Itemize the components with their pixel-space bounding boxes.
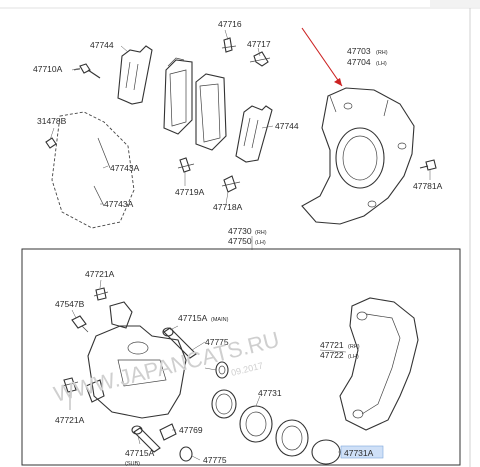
caliper-assembly-frame — [21, 248, 461, 466]
label-47721A-bottom[interactable]: 47721A — [55, 415, 85, 425]
label-47744-top[interactable]: 47744 — [90, 40, 114, 50]
bolt-47710A[interactable] — [73, 63, 101, 79]
caliper-body[interactable] — [85, 301, 187, 419]
callout-arrow — [301, 27, 343, 87]
leader-lines-lower — [69, 279, 347, 461]
label-47750[interactable]: 47750 — [228, 236, 252, 246]
label-47743A-1[interactable]: 47743A — [110, 163, 140, 173]
label-47715A-main-tag: (MAIN) — [211, 317, 229, 323]
label-47743A-2[interactable]: 47743A — [104, 199, 134, 209]
bleeder-47547B[interactable] — [71, 315, 89, 333]
clip-31478B[interactable] — [45, 137, 57, 149]
bolt-47781A[interactable] — [419, 159, 437, 171]
piston-boot[interactable] — [275, 419, 309, 457]
label-47716[interactable]: 47716 — [218, 19, 242, 29]
label-47731[interactable]: 47731 — [258, 388, 282, 398]
label-47703-rh: (RH) — [376, 50, 388, 56]
label-47717[interactable]: 47717 — [247, 39, 271, 49]
leader-lines-upper — [49, 29, 431, 250]
label-47721-rh: (RH) — [348, 344, 360, 350]
clip-47718A[interactable] — [221, 175, 241, 193]
dust-shield-47703[interactable] — [301, 87, 415, 225]
guide-pin-47715A-main[interactable] — [162, 327, 197, 359]
window-controls — [430, 0, 480, 7]
label-47722-lh: (LH) — [348, 354, 359, 360]
label-47730[interactable]: 47730 — [228, 226, 252, 236]
boot-47775-bottom[interactable] — [179, 446, 193, 462]
brake-pad-upper-left[interactable] — [163, 57, 193, 135]
bushing-47769[interactable] — [159, 423, 177, 441]
anti-rattle-spring-top[interactable] — [117, 45, 153, 105]
bolt-47721A-top[interactable] — [93, 287, 109, 301]
piston-47731[interactable] — [239, 405, 273, 443]
label-47715A-sub[interactable]: 47715A — [125, 448, 155, 458]
bolt-47721A-bottom[interactable] — [61, 377, 79, 393]
label-47731A[interactable]: 47731A — [344, 448, 374, 458]
label-47719A[interactable]: 47719A — [175, 187, 205, 197]
label-47704-lh: (LH) — [376, 61, 387, 67]
clip-47717[interactable] — [249, 51, 271, 67]
guide-pin-47715A-sub[interactable] — [131, 425, 161, 453]
part-labels: 47716 47744 47717 47703 (RH) 47704 (LH) … — [33, 19, 443, 467]
label-47718A[interactable]: 47718A — [213, 202, 243, 212]
label-47722[interactable]: 47722 — [320, 350, 344, 360]
label-47769[interactable]: 47769 — [179, 425, 203, 435]
highlight-47731A — [340, 445, 384, 459]
clip-47716[interactable] — [221, 37, 237, 53]
label-47547B[interactable]: 47547B — [55, 299, 85, 309]
anti-rattle-spring-mid[interactable] — [235, 105, 273, 163]
label-47721A-top[interactable]: 47721A — [85, 269, 115, 279]
label-47775-top[interactable]: 47775 — [205, 337, 229, 347]
label-47715A-sub-tag: (SUB) — [125, 461, 140, 467]
clip-47719A[interactable] — [177, 157, 195, 173]
label-47704[interactable]: 47704 — [347, 57, 371, 67]
label-47715A-main[interactable]: 47715A — [178, 313, 208, 323]
label-31478B[interactable]: 31478B — [37, 116, 67, 126]
pad-shim-47743A[interactable] — [51, 111, 135, 229]
caliper-bracket-47721[interactable] — [339, 297, 419, 431]
label-47750-lh: (LH) — [255, 240, 266, 246]
label-47703[interactable]: 47703 — [347, 46, 371, 56]
label-47730-rh: (RH) — [255, 230, 267, 236]
brake-pad-upper-right[interactable] — [195, 73, 227, 151]
label-47744-mid[interactable]: 47744 — [275, 121, 299, 131]
watermark-date: 09.2017 — [230, 360, 264, 378]
label-47710A[interactable]: 47710A — [33, 64, 63, 74]
piston-seal[interactable] — [211, 389, 237, 419]
label-47721[interactable]: 47721 — [320, 340, 344, 350]
snap-ring-47731A[interactable] — [311, 439, 341, 465]
label-47781A[interactable]: 47781A — [413, 181, 443, 191]
label-47775-bottom[interactable]: 47775 — [203, 455, 227, 465]
